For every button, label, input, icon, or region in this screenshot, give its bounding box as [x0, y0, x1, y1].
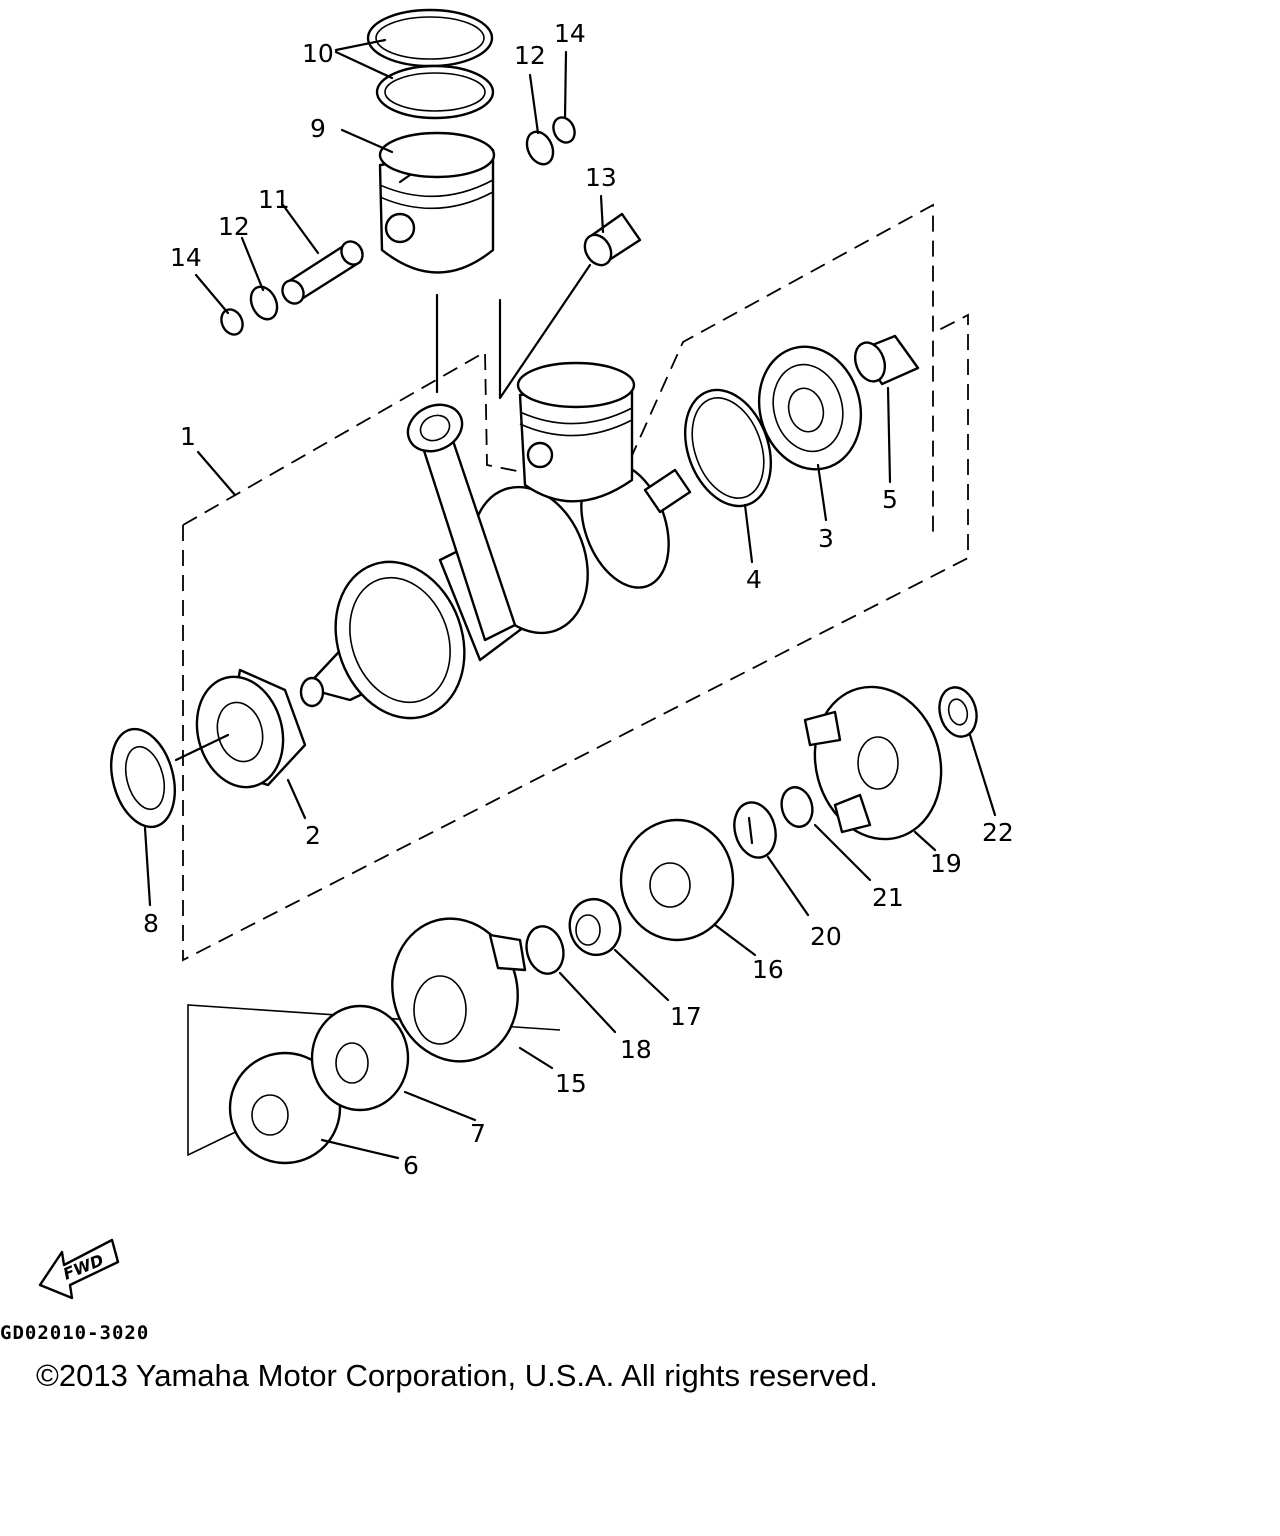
plug-20 [733, 801, 777, 859]
main-bearing-right [757, 345, 863, 471]
fwd-arrow-icon: FWD [38, 1238, 120, 1300]
piston [378, 131, 496, 274]
exploded-parts-diagram: 10 9 11 12 14 12 14 13 1 5 3 4 2 8 22 19… [38, 8, 1014, 1300]
o-ring-21 [780, 786, 814, 828]
label-part-8: 8 [143, 909, 159, 938]
label-part-10: 10 [302, 39, 334, 68]
coupling-19 [803, 685, 943, 841]
label-part-15: 15 [555, 1069, 587, 1098]
washer-22 [938, 686, 978, 738]
circlip-right [525, 116, 576, 166]
label-part-18: 18 [620, 1035, 652, 1064]
label-part-17: 17 [670, 1002, 702, 1031]
label-part-21: 21 [872, 883, 904, 912]
label-part-19: 19 [930, 849, 962, 878]
bearing-boundary [629, 203, 934, 535]
label-part-5: 5 [882, 485, 898, 514]
crankshaft-assembly-boundary [182, 313, 969, 962]
coupling-15 [391, 917, 527, 1063]
label-part-14-left: 14 [170, 243, 202, 272]
label-part-14-right: 14 [554, 19, 586, 48]
label-part-11: 11 [258, 185, 290, 214]
piston-pin [281, 240, 364, 305]
leader-lines [143, 38, 997, 1160]
label-part-1: 1 [180, 422, 196, 451]
label-part-13: 13 [585, 163, 617, 192]
label-part-4: 4 [746, 565, 762, 594]
label-part-20: 20 [810, 922, 842, 951]
label-part-2: 2 [305, 821, 321, 850]
label-part-3: 3 [818, 524, 834, 553]
main-bearing-left [195, 668, 307, 789]
oil-seal [110, 727, 176, 829]
piston-rings [366, 8, 495, 120]
label-part-7: 7 [470, 1119, 486, 1148]
label-part-22: 22 [982, 818, 1014, 847]
crankshaft [299, 361, 692, 720]
washer-6 [228, 1051, 342, 1165]
catalog-code: GD02010-3020 [0, 1322, 150, 1344]
washer-7 [310, 1004, 410, 1112]
label-part-16: 16 [752, 955, 784, 984]
circlip-left [220, 285, 279, 336]
bushing-17 [568, 897, 622, 957]
label-part-12-left: 12 [218, 212, 250, 241]
label-part-12-right: 12 [514, 41, 546, 70]
damper-16 [619, 818, 735, 942]
collar [853, 334, 920, 386]
needle-bearing [583, 212, 642, 267]
snap-ring [683, 388, 773, 508]
o-ring-18 [525, 925, 565, 975]
copyright-notice: ©2013 Yamaha Motor Corporation, U.S.A. A… [36, 1358, 878, 1393]
label-part-9: 9 [310, 114, 326, 143]
label-part-6: 6 [403, 1151, 419, 1180]
